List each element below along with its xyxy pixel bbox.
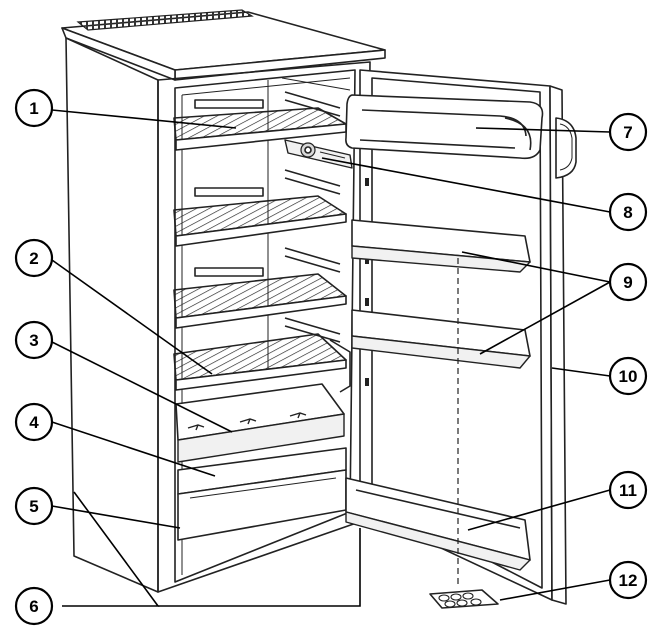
door-shelf-upper bbox=[351, 219, 531, 273]
crisper-drawer bbox=[177, 447, 347, 541]
svg-text:4: 4 bbox=[29, 413, 39, 432]
wire-shelf-1 bbox=[173, 107, 347, 151]
callout-2: 2 bbox=[14, 238, 54, 278]
callout-7: 7 bbox=[608, 112, 648, 152]
callout-4: 4 bbox=[14, 402, 54, 442]
svg-text:10: 10 bbox=[619, 367, 638, 386]
shelf-supports-left bbox=[194, 99, 264, 277]
thermostat-unit bbox=[284, 139, 353, 169]
wire-shelf-2 bbox=[173, 195, 347, 247]
svg-text:11: 11 bbox=[619, 481, 637, 500]
callout-8: 8 bbox=[608, 192, 648, 232]
callout-12: 12 bbox=[608, 560, 648, 600]
svg-text:12: 12 bbox=[619, 571, 638, 590]
svg-text:3: 3 bbox=[29, 331, 38, 350]
svg-text:2: 2 bbox=[29, 249, 38, 268]
callout-3: 3 bbox=[14, 320, 54, 360]
svg-text:8: 8 bbox=[623, 203, 632, 222]
glass-shelf bbox=[175, 383, 345, 463]
wire-shelf-3 bbox=[173, 273, 347, 329]
callout-11: 11 bbox=[608, 470, 648, 510]
door-bottle-shelf bbox=[345, 477, 531, 571]
leader-lines bbox=[51, 109, 611, 607]
top-vent-grille bbox=[76, 9, 254, 31]
svg-text:9: 9 bbox=[623, 273, 632, 292]
svg-text:7: 7 bbox=[623, 123, 632, 142]
callout-6: 6 bbox=[14, 586, 54, 626]
door-shelf-middle bbox=[351, 309, 531, 369]
callout-5: 5 bbox=[14, 486, 54, 526]
callout-1: 1 bbox=[14, 88, 54, 128]
callout-10: 10 bbox=[608, 356, 648, 396]
egg-tray bbox=[429, 589, 499, 609]
svg-text:5: 5 bbox=[29, 497, 38, 516]
svg-text:6: 6 bbox=[29, 597, 38, 616]
wire-shelf-4-crisper-cover bbox=[173, 333, 351, 393]
svg-text:1: 1 bbox=[29, 99, 38, 118]
door-compartment-flap bbox=[345, 94, 544, 160]
callout-9: 9 bbox=[608, 262, 648, 302]
